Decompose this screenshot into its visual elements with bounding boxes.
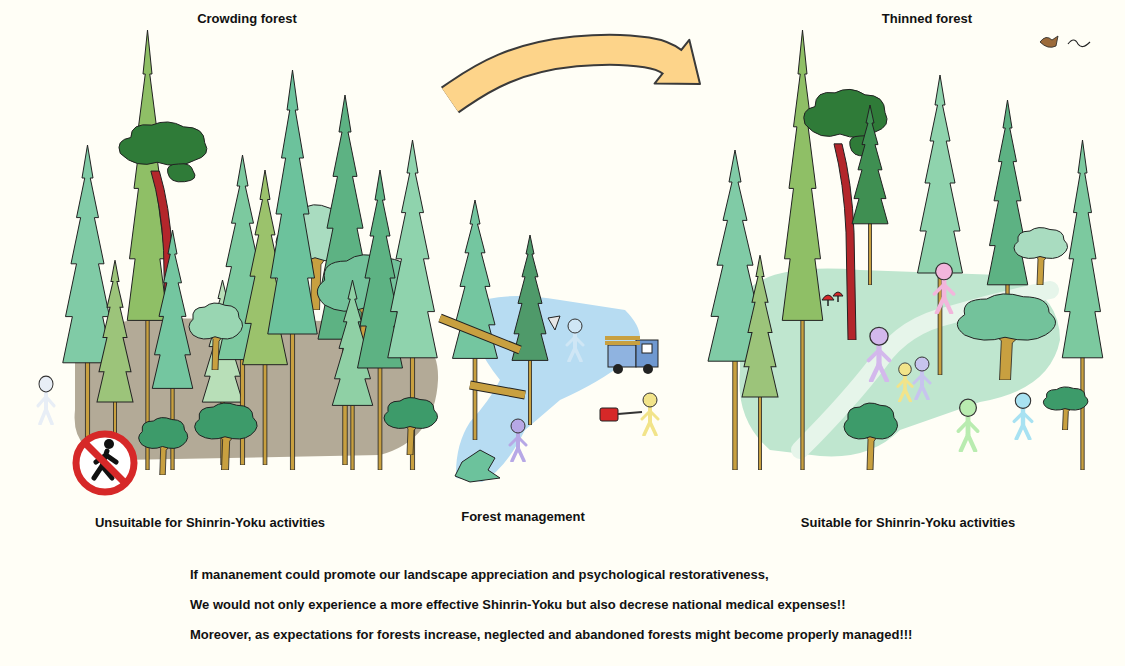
illustration-part xyxy=(455,450,500,482)
illustration-part xyxy=(934,263,953,313)
illustration-part xyxy=(440,318,520,350)
mushrooms xyxy=(822,292,843,306)
illustration-part xyxy=(605,341,640,345)
illustration-part xyxy=(76,434,134,492)
panel-caption: Unsuitable for Shinrin-Yoku activities xyxy=(95,514,325,532)
forest-panel: Crowding forestUnsuitable for Shinrin-Yo… xyxy=(20,6,450,536)
illustration-part xyxy=(957,294,1055,380)
illustration-part xyxy=(618,412,642,414)
illustration-part xyxy=(1014,228,1068,285)
illustration-part xyxy=(127,30,168,470)
note-line: If mananement could promote our landscap… xyxy=(190,566,769,584)
arrow-fill xyxy=(450,50,678,100)
illustration-part xyxy=(1043,387,1088,430)
panel-caption: Forest management xyxy=(461,508,585,526)
illustration-part xyxy=(914,357,930,399)
panel-heading: Thinned forest xyxy=(882,10,972,28)
illustration-part xyxy=(833,292,843,296)
illustration-part xyxy=(642,344,652,353)
illustration-part xyxy=(510,419,526,461)
illustration-part xyxy=(548,316,560,330)
illustration-part xyxy=(1068,40,1090,47)
illustration-part xyxy=(104,439,114,449)
illustration-part xyxy=(600,408,618,421)
illustration-part xyxy=(453,200,498,440)
illustration-part xyxy=(613,364,623,374)
panel-heading: Crowding forest xyxy=(197,10,297,28)
crowding-forest-art xyxy=(38,30,438,492)
illustration-part xyxy=(837,296,839,302)
forest-panel: Forest management xyxy=(455,195,595,536)
illustration-part xyxy=(852,105,888,285)
illustration-part xyxy=(844,403,898,470)
illustration-part xyxy=(643,364,653,374)
illustration-part xyxy=(38,376,54,424)
illustration-part xyxy=(470,385,525,395)
forest-panel: Thinned forestSuitable for Shinrin-Yoku … xyxy=(700,6,1100,536)
illustration-part xyxy=(827,300,829,306)
illustration-part xyxy=(139,418,188,475)
illustration-part xyxy=(567,319,583,361)
truck xyxy=(605,338,658,374)
panel-caption: Suitable for Shinrin-Yoku activities xyxy=(801,514,1015,532)
note-line: We would not only experience a more effe… xyxy=(190,596,845,614)
illustration-part xyxy=(63,145,113,475)
illustration-part xyxy=(440,318,520,350)
illustration-part xyxy=(822,295,834,300)
illustration-part xyxy=(898,363,912,401)
illustration-part xyxy=(804,89,887,340)
illustration-part xyxy=(268,70,318,470)
management-art xyxy=(440,200,658,482)
illustration-part xyxy=(958,399,977,451)
illustration-part xyxy=(384,398,438,455)
bird xyxy=(1040,36,1090,47)
thinned-forest-art xyxy=(708,30,1103,470)
illustration-part xyxy=(918,75,963,375)
illustration-part xyxy=(605,336,640,340)
no-entry-sign xyxy=(76,434,134,492)
illustration-part xyxy=(1040,36,1058,47)
illustration-part xyxy=(608,345,636,367)
illustration-part xyxy=(1014,393,1032,439)
illustration-part xyxy=(782,30,823,470)
illustration-part xyxy=(869,327,890,380)
illustration-part xyxy=(85,443,125,483)
transition-arrow xyxy=(450,40,700,100)
illustration-part xyxy=(470,385,525,395)
illustration-part xyxy=(189,303,243,370)
illustration-part xyxy=(742,255,778,470)
illustration-part xyxy=(642,393,658,435)
note-line: Moreover, as expectations for forests in… xyxy=(190,626,912,644)
illustration-part xyxy=(195,403,257,470)
